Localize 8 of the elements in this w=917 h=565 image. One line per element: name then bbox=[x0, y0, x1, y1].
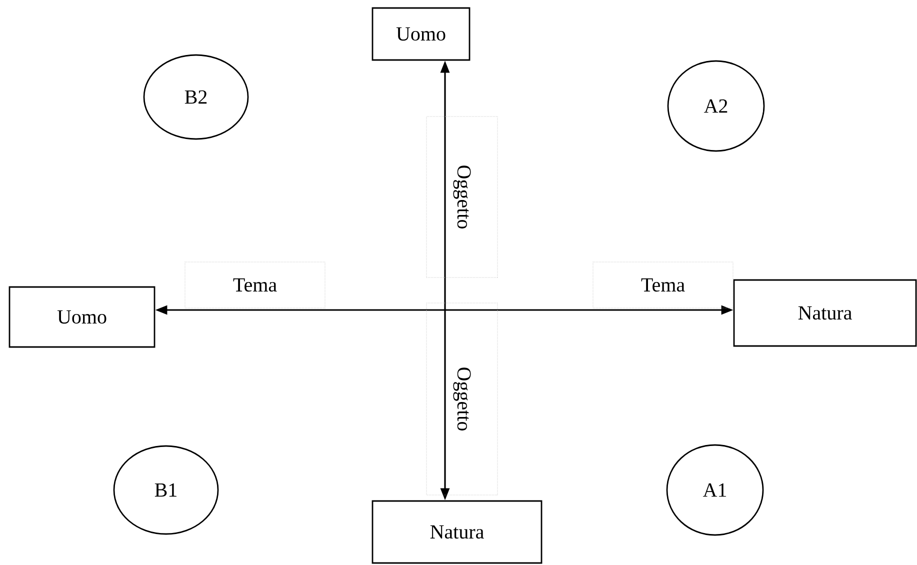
label-box: Natura bbox=[733, 279, 917, 347]
label-box: Uomo bbox=[8, 286, 156, 348]
label-box: Uomo bbox=[372, 7, 470, 61]
axis-label: Oggetto bbox=[426, 302, 498, 496]
label-box: Natura bbox=[372, 500, 542, 564]
axis-label: Tema bbox=[592, 262, 734, 308]
edge-label: Tema bbox=[184, 262, 326, 308]
edge-label: Oggetto bbox=[426, 116, 498, 278]
